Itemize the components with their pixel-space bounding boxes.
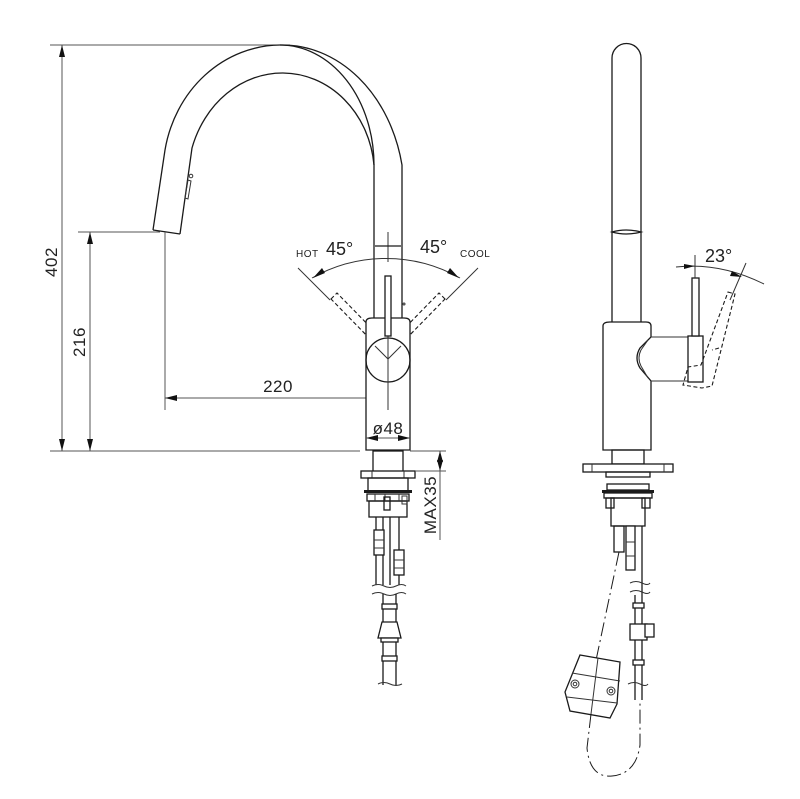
handle-rotation-arc — [297, 232, 479, 301]
hose-counterweight — [564, 551, 641, 777]
cool-label: COOL — [460, 249, 490, 260]
total-height-label: 402 — [42, 247, 61, 277]
handle-cool-position-dashed — [395, 292, 446, 344]
side-view: 23° — [564, 42, 765, 777]
hot-label: HOT — [296, 249, 319, 260]
tilt-angle-label: 23° — [705, 246, 732, 266]
body-diameter-label: ø48 — [373, 419, 404, 438]
dimension-body-diameter — [366, 435, 410, 441]
side-deck-mount — [582, 449, 674, 700]
spout-height-label: 216 — [70, 327, 89, 357]
max-thickness-label: MAX35 — [421, 476, 440, 534]
gooseneck-spout — [152, 44, 403, 450]
dimension-total-height — [50, 44, 360, 452]
side-body — [602, 277, 704, 451]
side-spout-tube — [609, 42, 644, 322]
below-deck-assembly — [360, 450, 416, 686]
hot-angle-label: 45° — [326, 239, 353, 259]
cool-angle-label: 45° — [420, 237, 447, 257]
side-handle-tilt-dashed — [682, 291, 736, 389]
faucet-body — [365, 275, 411, 451]
dimension-max-deck-thickness — [410, 450, 446, 540]
spout-reach-label: 220 — [263, 377, 293, 396]
tilt-angle-arc — [675, 255, 765, 301]
front-view: 402 216 220 — [42, 44, 490, 686]
dimension-spout-height — [78, 231, 160, 451]
handle-hot-position-dashed — [330, 292, 381, 344]
